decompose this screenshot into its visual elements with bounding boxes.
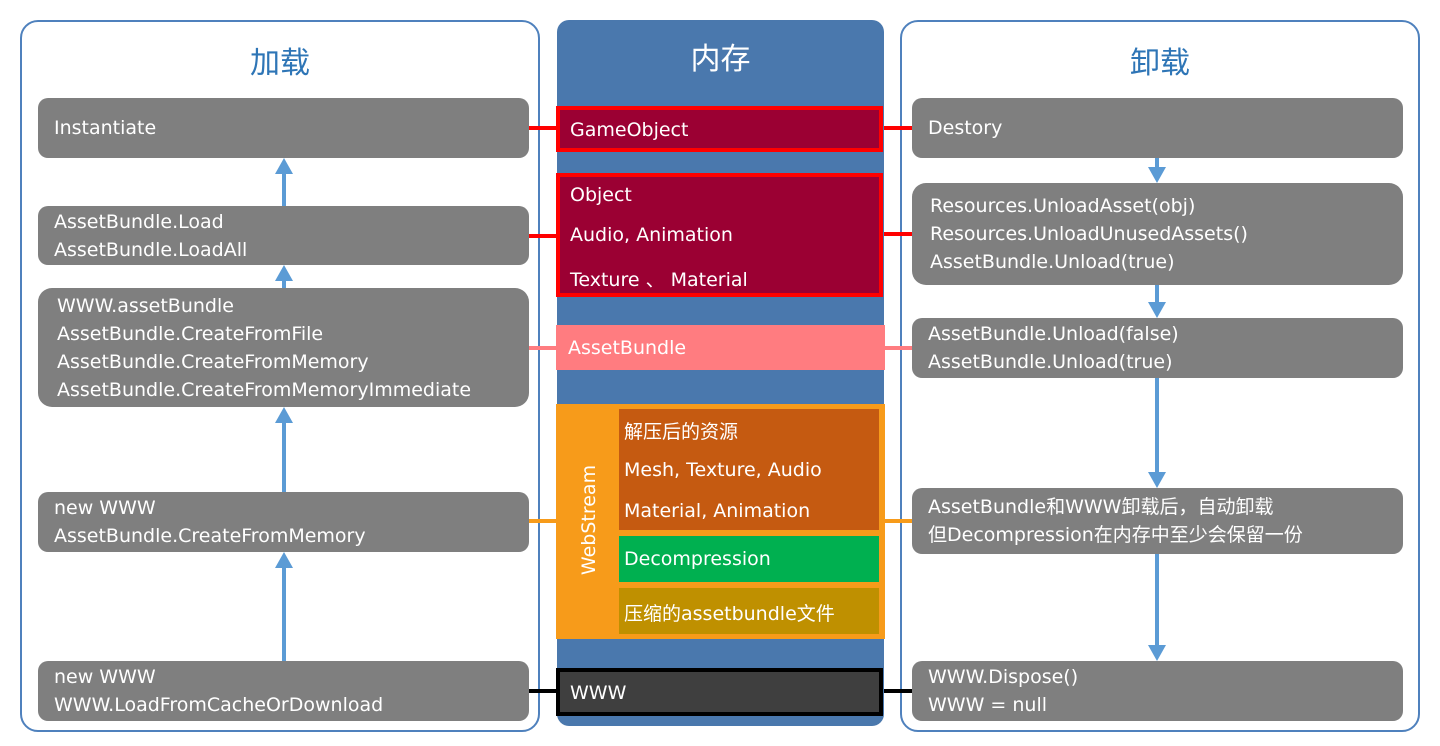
webstream-label: WebStream	[578, 464, 600, 576]
memory-object-label: Object	[570, 184, 632, 206]
load-step-create-assetbundle: WWW.assetBundle AssetBundle.CreateFromFi…	[38, 288, 529, 407]
unload-arrow-head	[1148, 302, 1166, 318]
compressed-file-label: 压缩的assetbundle文件	[624, 603, 835, 625]
load-panel-title: 加载	[250, 46, 310, 81]
step-line: WWW.LoadFromCacheOrDownload	[54, 694, 384, 716]
load-step-new-www-memory: new WWW AssetBundle.CreateFromMemory	[38, 492, 529, 552]
connector-gameobject-right	[880, 126, 912, 130]
memory-www-label: WWW	[570, 682, 627, 704]
unload-arrow-head	[1148, 472, 1166, 488]
step-line: Instantiate	[54, 117, 157, 139]
memory-assetbundle-label: AssetBundle	[568, 337, 687, 359]
step-line: Destory	[928, 117, 1003, 139]
step-line: AssetBundle.CreateFromMemory	[57, 350, 369, 373]
step-line: WWW.Dispose()	[928, 666, 1079, 688]
step-line: AssetBundle.Unload(true)	[930, 251, 1175, 273]
load-arrow-head	[275, 407, 293, 423]
step-line: AssetBundle.CreateFromMemory	[54, 525, 366, 547]
step-line: Resources.UnloadUnusedAssets()	[930, 223, 1248, 245]
step-line: AssetBundle.Unload(true)	[928, 351, 1173, 373]
unload-arrow-head	[1148, 645, 1166, 661]
load-arrow-head	[275, 265, 293, 281]
step-line: new WWW	[54, 666, 156, 688]
load-arrow-shaft	[282, 172, 286, 206]
webstream-decompression: Decompression	[619, 536, 879, 582]
connector-www-left	[529, 689, 559, 693]
step-line: new WWW	[54, 497, 156, 519]
load-step-assetbundle-load: AssetBundle.Load AssetBundle.LoadAll	[38, 206, 529, 265]
memory-object-label: Audio, Animation	[570, 224, 733, 246]
load-step-instantiate: Instantiate	[38, 98, 529, 158]
step-line: AssetBundle.CreateFromMemoryImmediate	[57, 378, 472, 401]
connector-assetbundle-right	[884, 346, 912, 350]
step-line: AssetBundle.CreateFromFile	[57, 322, 324, 345]
memory-assetbundle: AssetBundle	[556, 325, 885, 370]
load-arrow-shaft	[282, 567, 286, 661]
step-line: AssetBundle和WWW卸载后，自动卸载	[928, 496, 1274, 518]
memory-gameobject-label: GameObject	[570, 119, 689, 141]
unload-step-www-dispose: WWW.Dispose() WWW = null	[912, 661, 1403, 721]
connector-objects-left	[529, 234, 559, 238]
memory-www: WWW	[556, 668, 883, 716]
unload-panel-title: 卸载	[1130, 46, 1190, 81]
connector-webstream-left	[529, 519, 559, 523]
unload-arrow-shaft	[1155, 285, 1159, 304]
step-line: WWW.assetBundle	[57, 294, 234, 317]
unload-arrow-shaft	[1155, 378, 1159, 474]
unload-arrow-shaft	[1155, 554, 1159, 647]
memory-gameobject: GameObject	[556, 106, 883, 152]
memory-objects: Object Audio, Animation Texture 、 Materi…	[556, 173, 883, 297]
decompressed-line: Material, Animation	[624, 500, 811, 522]
unload-step-destroy: Destory	[912, 98, 1403, 158]
load-step-new-www-cache: new WWW WWW.LoadFromCacheOrDownload	[38, 661, 529, 721]
unload-step-unload-assets: Resources.UnloadAsset(obj) Resources.Unl…	[912, 183, 1403, 285]
unload-step-assetbundle-unload: AssetBundle.Unload(false) AssetBundle.Un…	[912, 318, 1403, 378]
decompression-label: Decompression	[624, 548, 771, 570]
webstream-compressed-file: 压缩的assetbundle文件	[619, 588, 879, 634]
load-arrow-shaft	[282, 422, 286, 492]
step-line: WWW = null	[928, 694, 1048, 716]
connector-assetbundle-left	[529, 346, 559, 350]
memory-panel-title: 内存	[690, 42, 751, 77]
connector-gameobject-left	[529, 126, 559, 130]
step-line: 但Decompression在内存中至少会保留一份	[928, 524, 1303, 546]
step-line: AssetBundle.Unload(false)	[928, 323, 1179, 345]
step-line: AssetBundle.LoadAll	[54, 238, 248, 261]
connector-objects-right	[880, 232, 912, 236]
load-arrow-shaft	[282, 280, 286, 288]
unload-step-auto-unload: AssetBundle和WWW卸载后，自动卸载 但Decompression在内…	[912, 488, 1403, 554]
unload-arrow-head	[1148, 167, 1166, 183]
decompressed-line: 解压后的资源	[624, 421, 739, 443]
webstream-decompressed-assets: 解压后的资源 Mesh, Texture, Audio Material, An…	[619, 409, 879, 530]
connector-www-right	[880, 689, 912, 693]
step-line: Resources.UnloadAsset(obj)	[930, 195, 1196, 217]
connector-webstream-right	[880, 519, 912, 523]
memory-object-label: Texture 、 Material	[570, 269, 748, 291]
step-line: AssetBundle.Load	[54, 210, 224, 233]
load-arrow-head	[275, 552, 293, 568]
unload-arrow-shaft	[1155, 158, 1159, 169]
load-arrow-head	[275, 158, 293, 174]
decompressed-line: Mesh, Texture, Audio	[624, 459, 822, 481]
